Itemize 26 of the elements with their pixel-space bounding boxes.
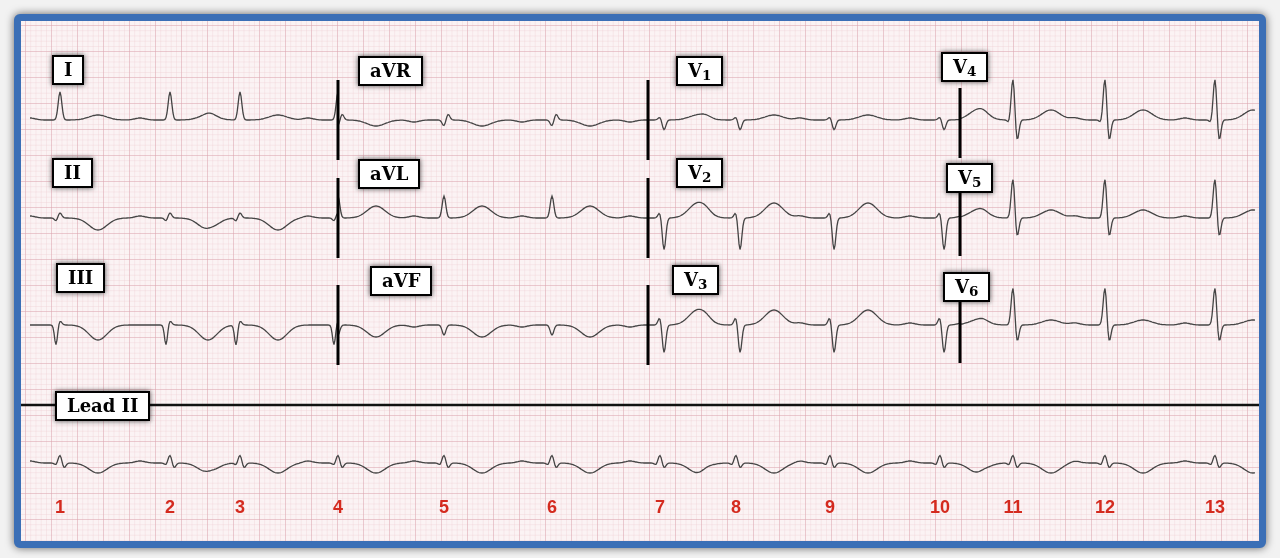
beat-number: 13	[1205, 496, 1225, 519]
beat-number: 10	[930, 496, 950, 519]
lead-label: V$_{2}$	[676, 158, 724, 188]
beat-number: 6	[547, 496, 557, 519]
lead-label: V$_{4}$	[941, 52, 989, 82]
beat-number: 11	[1003, 496, 1023, 519]
beat-number: 9	[825, 496, 835, 519]
lead-label: aVR	[358, 56, 423, 86]
lead-label: V$_{1}$	[676, 56, 724, 86]
lead-label: aVL	[358, 159, 421, 189]
beat-number: 12	[1095, 496, 1115, 519]
lead-label: I	[52, 55, 85, 85]
beat-number: 3	[235, 496, 245, 519]
beat-number: 7	[655, 496, 665, 519]
lead-label: V$_{5}$	[946, 163, 994, 193]
beat-number: 2	[165, 496, 175, 519]
lead-label: III	[56, 263, 106, 293]
lead-label: V$_{6}$	[943, 272, 991, 302]
lead-label: Lead II	[55, 391, 151, 421]
lead-label: II	[52, 158, 93, 188]
lead-label: aVF	[370, 266, 433, 296]
beat-number: 8	[731, 496, 741, 519]
beat-number: 4	[333, 496, 343, 519]
lead-label: V$_{3}$	[672, 265, 720, 295]
beat-number: 5	[439, 496, 449, 519]
beat-number: 1	[55, 496, 65, 519]
